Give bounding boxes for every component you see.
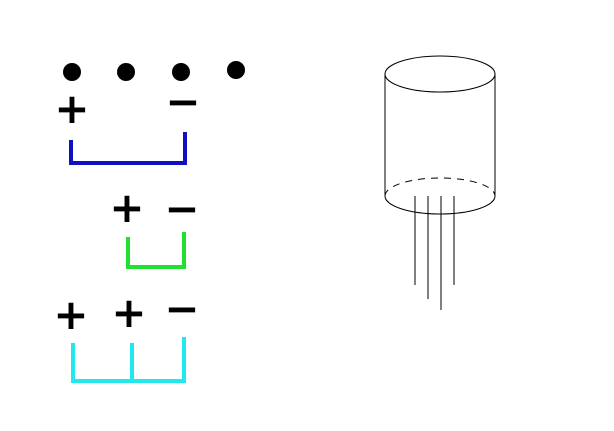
configuration-3: + + − bbox=[53, 284, 200, 383]
component-leads bbox=[414, 196, 455, 310]
config-3-bracket bbox=[71, 337, 186, 383]
config-3-sign-2: + bbox=[111, 288, 146, 337]
config-2-sign-1: + bbox=[109, 183, 144, 232]
cylinder-top bbox=[384, 55, 496, 93]
config-3-sign-1: + bbox=[53, 290, 88, 339]
config-2-sign-2: − bbox=[164, 184, 199, 233]
configuration-1: + − bbox=[54, 77, 201, 165]
pin-dot-4 bbox=[227, 61, 245, 79]
pin-dot-2 bbox=[117, 63, 135, 81]
pin-dot-1 bbox=[63, 63, 81, 81]
config-3-sign-3: − bbox=[164, 284, 199, 333]
cylinder-component bbox=[384, 55, 496, 310]
pin-dot-3 bbox=[172, 63, 190, 81]
pin-dots bbox=[63, 61, 245, 81]
cylinder-bottom-front bbox=[384, 195, 496, 215]
config-1-bracket bbox=[69, 132, 187, 165]
config-1-sign-1: + bbox=[54, 84, 89, 133]
config-1-sign-3: − bbox=[165, 77, 200, 126]
configuration-2: + − bbox=[109, 183, 200, 269]
config-2-bracket bbox=[126, 232, 186, 269]
cylinder-bottom-back bbox=[384, 177, 496, 197]
